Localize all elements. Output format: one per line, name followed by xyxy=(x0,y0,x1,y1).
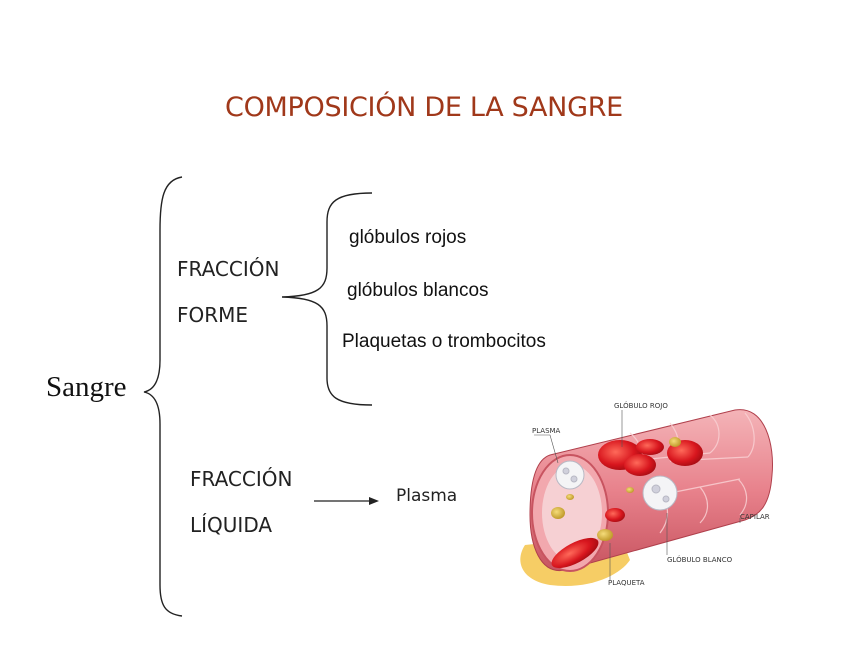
branch-formed: FRACCIÓN FORME xyxy=(177,246,279,338)
branch-formed-line1: FRACCIÓN xyxy=(177,246,279,292)
label-red-cell: GLÓBULO ROJO xyxy=(614,401,668,410)
main-brace xyxy=(144,177,182,616)
red-cell xyxy=(624,454,656,476)
leaf-white-cells: glóbulos blancos xyxy=(347,280,489,302)
arrow-head-icon xyxy=(369,497,379,505)
root-label: Sangre xyxy=(46,371,127,404)
leaf-platelets: Plaquetas o trombocitos xyxy=(342,331,546,353)
label-white-cell: GLÓBULO BLANCO xyxy=(667,555,733,564)
red-cell xyxy=(636,439,664,455)
red-cell xyxy=(605,508,625,522)
label-plasma: PLASMA xyxy=(532,427,561,435)
leaf-red-cells: glóbulos rojos xyxy=(349,227,466,249)
blood-vessel-illustration: GLÓBULO ROJO PLASMA CAPILAR GLÓBULO BLAN… xyxy=(510,395,780,595)
branch-liquid: FRACCIÓN LÍQUIDA xyxy=(190,456,292,548)
branch-liquid-line2: LÍQUIDA xyxy=(190,502,292,548)
branch-formed-line2: FORME xyxy=(177,292,279,338)
label-capillary: CAPILAR xyxy=(740,513,770,521)
label-platelet: PLAQUETA xyxy=(608,579,645,587)
branch-liquid-line1: FRACCIÓN xyxy=(190,456,292,502)
leaf-plasma: Plasma xyxy=(396,486,457,506)
